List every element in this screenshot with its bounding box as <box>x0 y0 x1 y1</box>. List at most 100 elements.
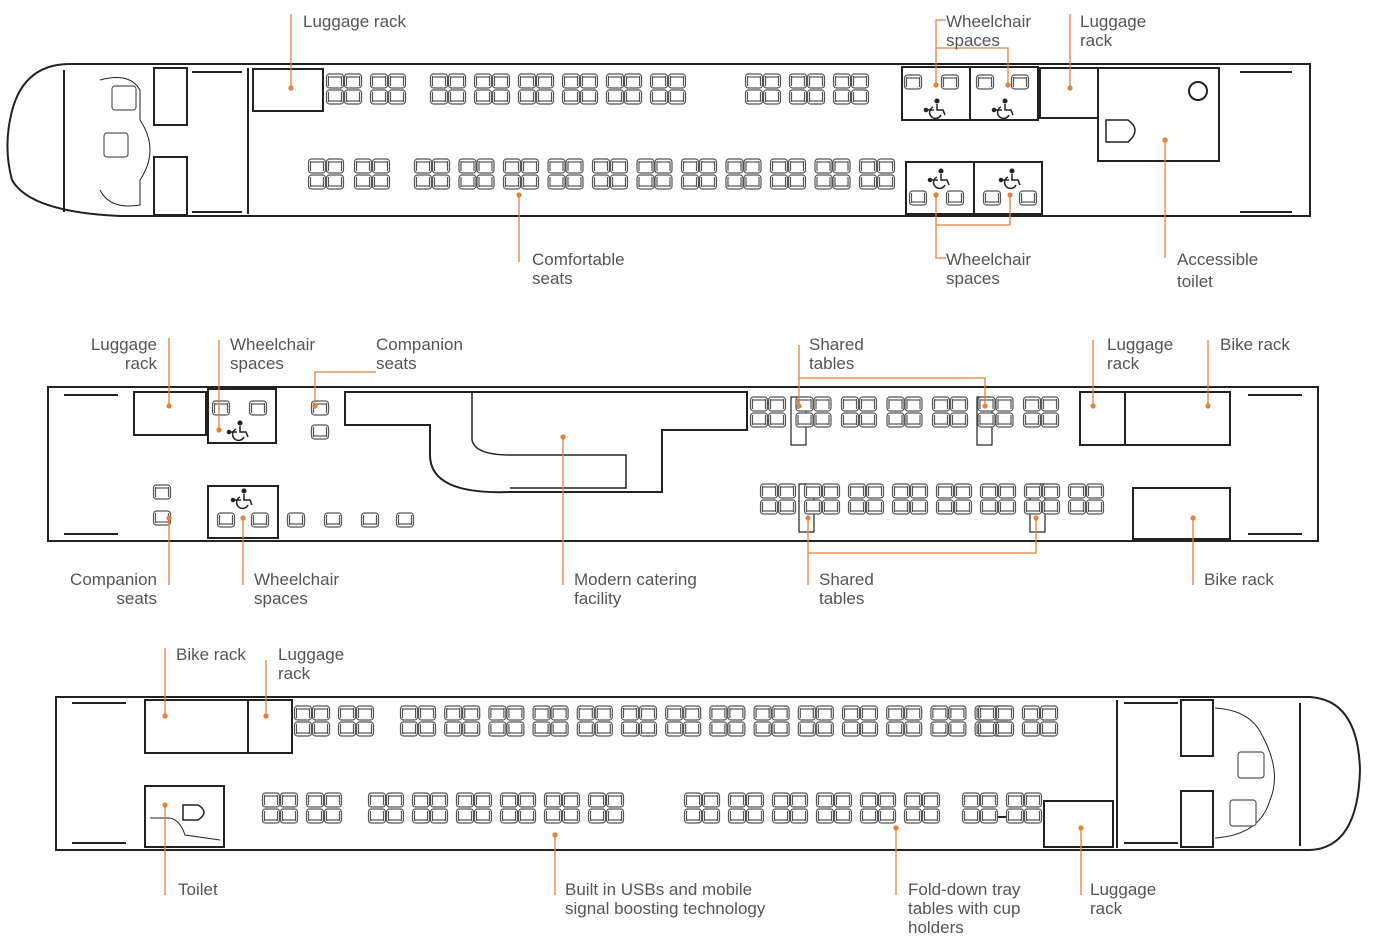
seat-icon <box>788 89 808 105</box>
seat-icon <box>725 158 744 174</box>
seat-icon <box>605 808 625 824</box>
seat-icon <box>152 484 172 500</box>
seat-icon <box>520 158 540 174</box>
luggage-rack <box>1043 800 1114 848</box>
seat-icon <box>876 174 896 190</box>
seat-icon <box>813 396 832 412</box>
seat-icon <box>769 158 789 174</box>
seat-icon <box>850 89 870 105</box>
driver-seat <box>1229 799 1257 827</box>
seat-icon <box>832 174 851 190</box>
seat-icon <box>876 158 896 174</box>
seat-icon <box>307 158 327 174</box>
seat-icon <box>261 808 281 824</box>
wheelchair-icon <box>927 168 950 190</box>
seat-icon <box>858 174 878 190</box>
seat-icon <box>995 412 1014 428</box>
seat-icon <box>903 808 923 824</box>
seat-icon <box>769 174 789 190</box>
seat-icon <box>444 705 463 721</box>
seat-icon <box>753 705 772 721</box>
seat-icon <box>520 174 540 190</box>
leader-dot <box>240 515 246 521</box>
seat-icon <box>636 174 655 190</box>
leader-dot <box>893 825 899 831</box>
seat-icon <box>1067 499 1087 515</box>
leader-dot <box>312 403 318 409</box>
catering-facility <box>344 391 748 494</box>
leader-line <box>314 371 376 406</box>
seat-icon <box>886 396 905 412</box>
leader-dot <box>1033 515 1039 521</box>
seat-icon <box>576 721 595 737</box>
seat-icon <box>1022 396 1042 412</box>
accessible-toilet <box>1097 67 1220 162</box>
seat-icon <box>904 705 923 721</box>
wheelchair-body <box>239 426 249 438</box>
leader-dot <box>1090 403 1096 409</box>
seat-icon <box>565 158 584 174</box>
seat-icon <box>683 705 702 721</box>
seat-icon <box>311 721 331 737</box>
seat-icon <box>821 499 841 515</box>
seat-icon <box>858 396 878 412</box>
wheelchair-dot <box>927 177 933 183</box>
seat-icon <box>1023 808 1043 824</box>
seat-icon <box>517 792 537 808</box>
seat-icon <box>797 705 816 721</box>
seat-icon <box>886 705 905 721</box>
label-bike-rack: Bike rack <box>1204 570 1274 589</box>
leader-dot <box>216 427 222 433</box>
seat-icon <box>561 792 581 808</box>
seat-icon <box>921 808 941 824</box>
wheelchair-space <box>207 388 277 444</box>
bike-rack <box>1132 487 1231 540</box>
seat-icon <box>325 158 345 174</box>
seat-icon <box>977 705 997 721</box>
seat-icon <box>743 158 762 174</box>
seat-icon <box>680 158 700 174</box>
seat-icon <box>789 808 809 824</box>
leader-dot <box>982 403 988 409</box>
seat-icon <box>550 705 569 721</box>
seat-icon <box>1041 483 1061 499</box>
seat-icon <box>977 721 997 737</box>
seat-icon <box>949 412 969 428</box>
seat-icon <box>759 483 779 499</box>
seat-icon <box>473 73 493 89</box>
seat-icon <box>502 174 522 190</box>
seat-icon <box>458 158 477 174</box>
seat-icon <box>261 792 281 808</box>
leader-dot <box>1078 825 1084 831</box>
seat-icon <box>638 705 658 721</box>
seat-icon <box>850 73 870 89</box>
seat-icon <box>745 808 765 824</box>
seat-icon <box>787 174 807 190</box>
luggage-rack <box>247 699 293 754</box>
seat-icon <box>532 721 551 737</box>
seat-icon <box>609 158 629 174</box>
wheelchair-wheel <box>996 106 1010 120</box>
toilet-icon <box>182 804 205 821</box>
seat-icon <box>948 721 967 737</box>
seat-icon <box>455 808 475 824</box>
seat-icon <box>961 808 981 824</box>
seat-icon <box>473 89 493 105</box>
seat-icon <box>576 705 595 721</box>
seat-icon <box>649 73 669 89</box>
seat-icon <box>813 412 832 428</box>
seat-icon <box>665 721 684 737</box>
cab-cabinet <box>1180 699 1214 757</box>
seat-icon <box>502 158 522 174</box>
seat-icon <box>385 808 405 824</box>
seat-icon <box>325 89 345 105</box>
seat-icon <box>547 174 566 190</box>
seat-icon <box>777 499 797 515</box>
